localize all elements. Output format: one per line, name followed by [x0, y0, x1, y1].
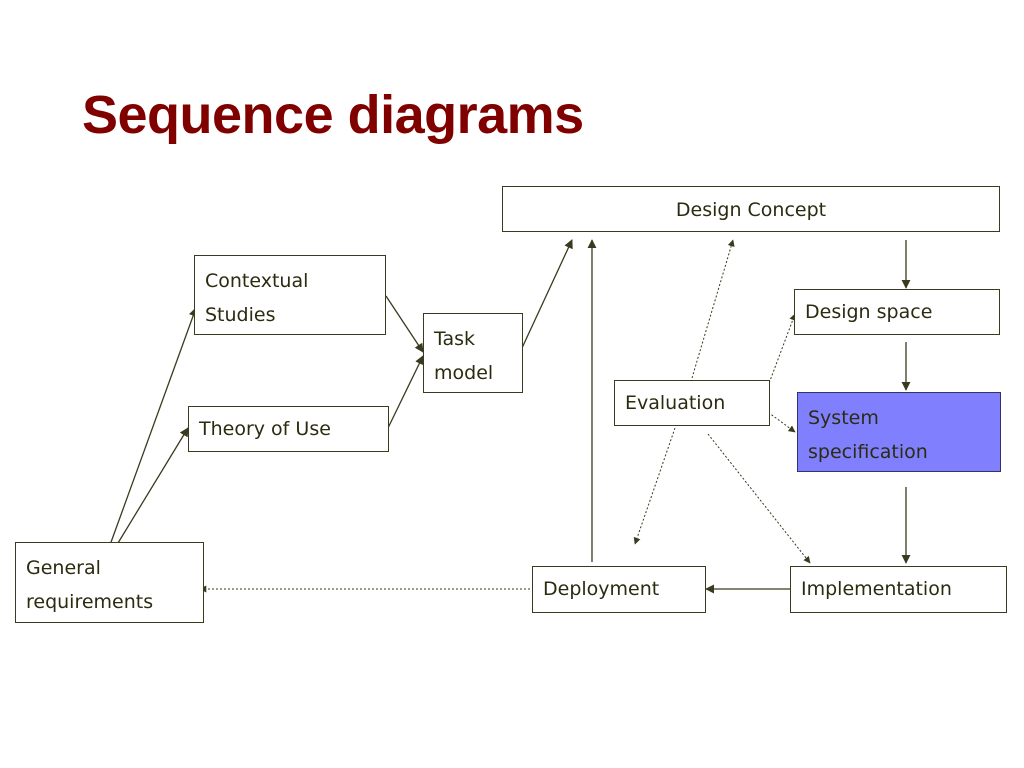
node-implementation: Implementation — [790, 566, 1007, 613]
page-title: Sequence diagrams — [82, 85, 584, 145]
node-general-requirements: General requirements — [15, 542, 204, 623]
arrow-theory-to-task — [387, 355, 424, 429]
arrow-general-to-theory — [117, 427, 189, 544]
arrow-contextual-to-task — [385, 295, 424, 353]
node-evaluation: Evaluation — [614, 380, 770, 426]
node-task-model: Task model — [423, 313, 523, 393]
arrow-task-to-concept — [521, 239, 573, 349]
node-contextual-studies: Contextual Studies — [194, 255, 386, 335]
node-design-space: Design space — [794, 289, 1000, 335]
dotted-evaluation-to-deployment — [633, 427, 676, 545]
dotted-evaluation-to-implementation — [707, 433, 811, 564]
node-theory-of-use: Theory of Use — [188, 406, 389, 452]
node-design-concept: Design Concept — [502, 186, 1000, 232]
node-system-specification: System specification — [797, 392, 1001, 472]
node-deployment: Deployment — [532, 566, 706, 613]
dotted-evaluation-to-concept — [691, 239, 735, 379]
arrow-general-to-contextual — [109, 307, 198, 546]
